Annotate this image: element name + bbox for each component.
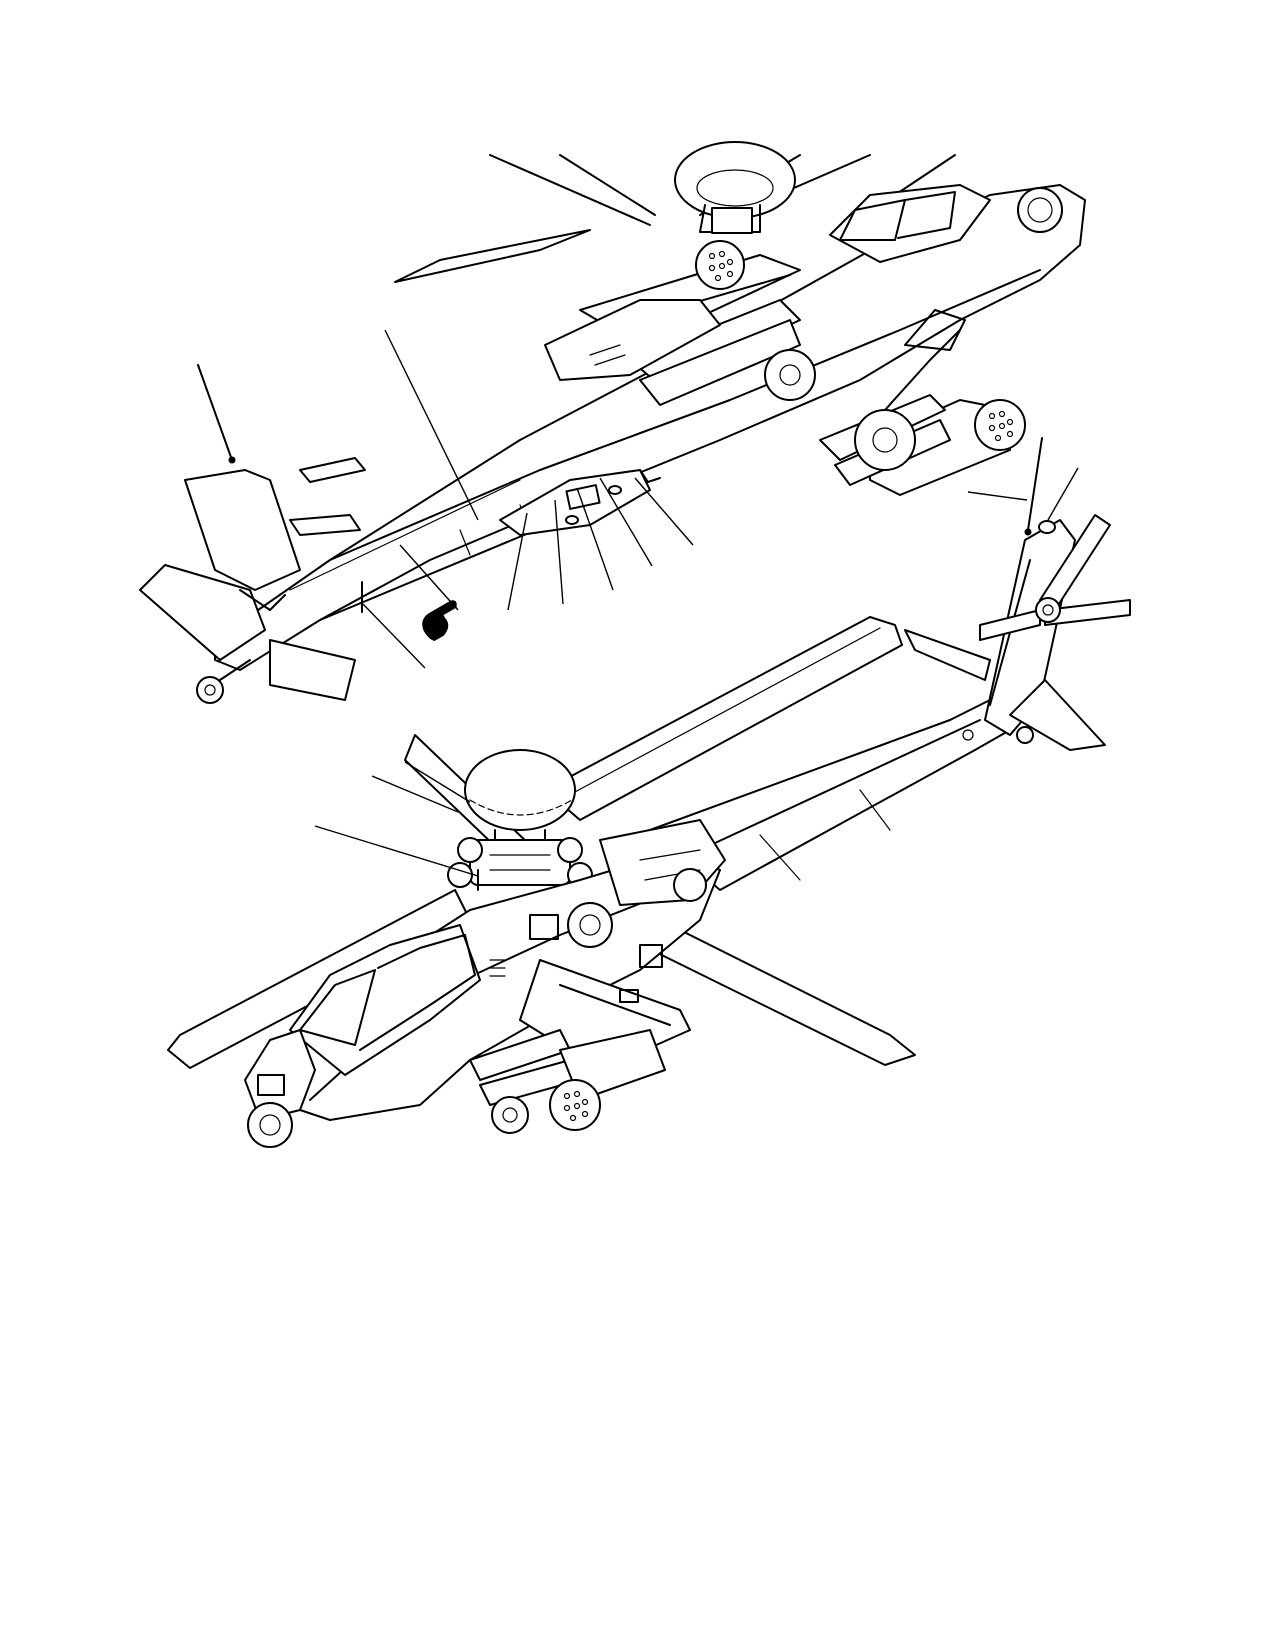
rotor-radome	[674, 141, 796, 234]
main-landing-gear	[764, 309, 966, 471]
tail-antenna-upper	[1027, 437, 1043, 531]
callout-leaders-lower	[362, 329, 694, 669]
tail-antenna-lower	[197, 364, 233, 461]
rocket-pod-front	[695, 240, 745, 290]
tail-rotor-upper	[979, 514, 1131, 641]
nose-sensor-turret	[244, 1029, 316, 1148]
canopy-upper	[289, 924, 481, 1076]
rocket-pod-rear	[869, 399, 1026, 496]
rotor-radome-upper	[464, 749, 576, 871]
engine-intake-upper	[567, 819, 726, 948]
antenna-base-upper	[1024, 528, 1032, 536]
fin-light	[1038, 520, 1056, 534]
tail-rotor-lower	[289, 457, 366, 536]
rotor-head	[447, 837, 593, 888]
callout-leaders-upper	[314, 467, 1079, 877]
weapons-upper	[469, 1029, 666, 1134]
top-view	[167, 437, 1131, 1148]
engine-nacelle-lower	[544, 299, 721, 381]
canopy-lower	[829, 184, 1063, 263]
belly-panel	[499, 469, 661, 536]
fuselage-panels-upper	[489, 914, 663, 977]
antenna-base-lower	[228, 456, 236, 464]
tail-section-lower	[139, 469, 356, 704]
stabilator-upper	[904, 629, 1106, 751]
pointing-hand-icon	[422, 600, 457, 642]
underside-view	[139, 141, 1086, 704]
